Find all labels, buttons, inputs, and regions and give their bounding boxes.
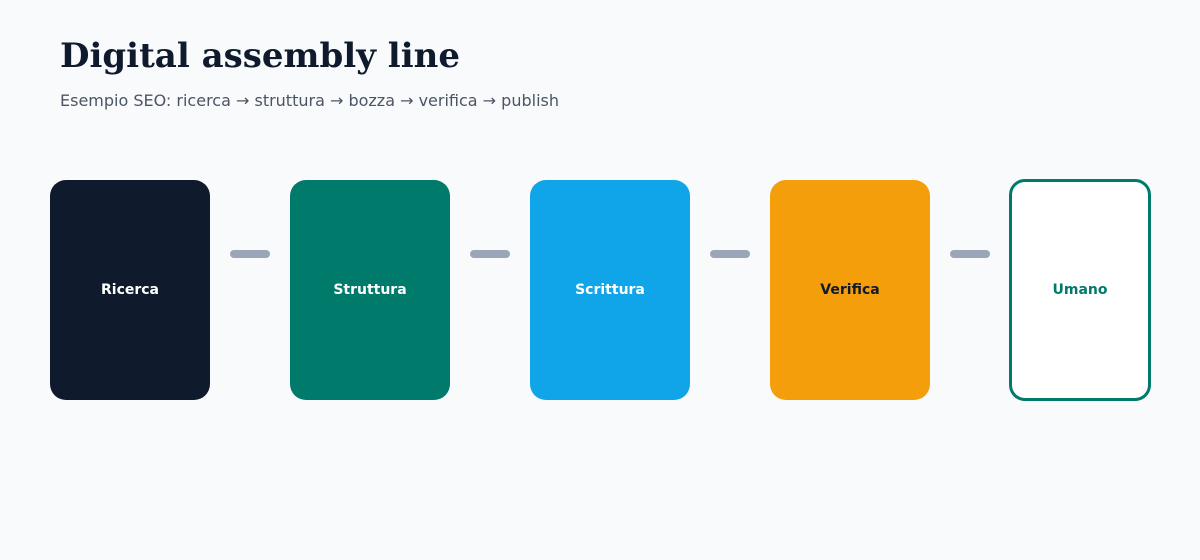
connector <box>950 250 990 258</box>
stage-label: Scrittura <box>575 282 645 298</box>
page-title: Digital assembly line <box>60 36 460 76</box>
stage-label: Struttura <box>333 282 407 298</box>
page-subtitle: Esempio SEO: ricerca → struttura → bozza… <box>60 91 559 110</box>
connector <box>710 250 750 258</box>
stage-struttura: Struttura <box>290 180 450 400</box>
stage-verifica: Verifica <box>770 180 930 400</box>
stage-umano: Umano <box>1009 179 1151 401</box>
stage-label: Verifica <box>820 282 880 298</box>
stage-ricerca: Ricerca <box>50 180 210 400</box>
stage-label: Umano <box>1052 282 1108 298</box>
stage-label: Ricerca <box>100 282 160 298</box>
connector <box>470 250 510 258</box>
stage-scrittura: Scrittura <box>530 180 690 400</box>
connector <box>230 250 270 258</box>
